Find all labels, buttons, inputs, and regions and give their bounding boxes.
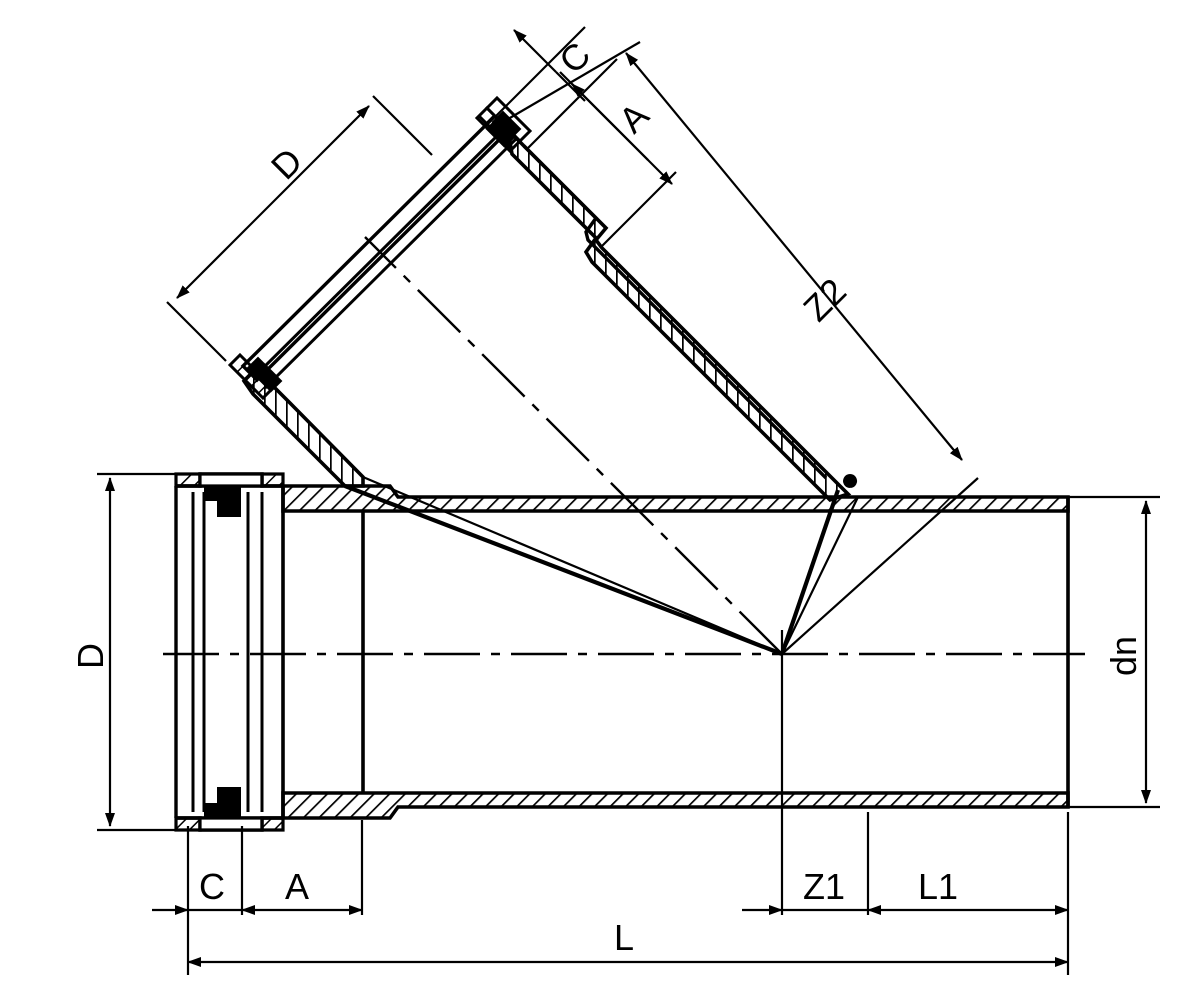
dim-label-C-main: C — [199, 866, 225, 907]
dim-label-L1: L1 — [918, 866, 959, 907]
dim-label-D-main: D — [70, 643, 111, 669]
dim-L — [186, 915, 1070, 975]
dim-label-A-main: A — [285, 866, 310, 907]
dim-C-A-main — [152, 820, 364, 915]
dim-D-main — [97, 472, 186, 832]
dim-label-L: L — [614, 917, 635, 958]
dim-Z1-L1 — [742, 812, 1070, 915]
dim-dn — [1062, 495, 1160, 809]
dim-Z2 — [502, 41, 979, 655]
dim-D-branch — [166, 95, 433, 362]
dim-label-dn: dn — [1103, 635, 1145, 677]
dim-label-Z1: Z1 — [803, 866, 846, 907]
branch-body — [227, 95, 858, 503]
